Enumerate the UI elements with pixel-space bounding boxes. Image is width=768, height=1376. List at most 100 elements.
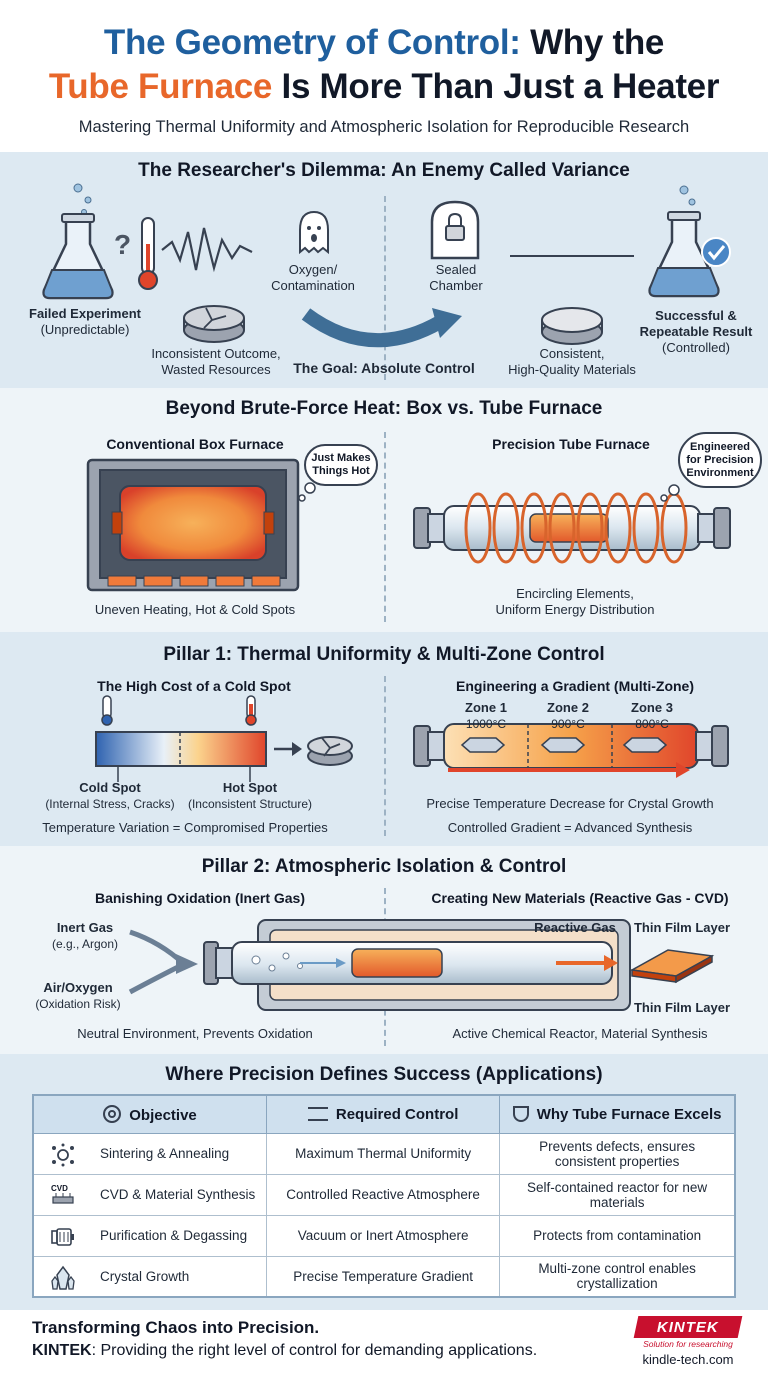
control-cell: Controlled Reactive Atmosphere <box>265 1173 501 1216</box>
why-cell: Multi-zone control enables crystallizati… <box>499 1255 736 1298</box>
tube-thought-cloud: Engineered for Precision Environment <box>678 432 762 488</box>
cvd-head: Creating New Materials (Reactive Gas - C… <box>431 890 729 906</box>
thin-film-icon <box>629 949 715 984</box>
ghost-icon <box>299 210 329 255</box>
table-row: CVD CVD & Material Synthesis Controlled … <box>32 1173 736 1216</box>
control-cell: Vacuum or Inert Atmosphere <box>265 1214 501 1257</box>
footer-statement: KINTEK: Providing the right level of con… <box>32 1342 538 1359</box>
consistent-label: Consistent, High-Quality Materials <box>508 346 636 377</box>
table-header-row: Objective Required Control Why Tube Furn… <box>32 1094 736 1134</box>
zone-2-temp: 900°C <box>551 717 585 731</box>
check-badge-icon <box>701 237 731 267</box>
cracked-disc-icon <box>307 736 353 766</box>
pillar2-title: Pillar 2: Atmospheric Isolation & Contro… <box>201 856 567 877</box>
thermometer-icon <box>138 217 158 290</box>
box-caption: Uneven Heating, Hot & Cold Spots <box>94 602 296 617</box>
control-cell: Precise Temperature Gradient <box>265 1255 501 1298</box>
reactive-gas-label: Reactive Gas <box>534 920 616 935</box>
furnace-title: Beyond Brute-Force Heat: Box vs. Tube Fu… <box>165 398 603 419</box>
broken-disc-icon <box>183 305 245 343</box>
hot-spot-label: Hot Spot <box>222 780 278 795</box>
title-line-1: The Geometry of Control: Why the <box>103 23 665 62</box>
pillar2-right-caption: Active Chemical Reactor, Material Synthe… <box>452 1026 708 1041</box>
oxygen-label: Oxygen/ Contamination <box>271 262 355 293</box>
furnace-illustration <box>86 458 731 592</box>
website-link[interactable]: kindle-tech.com <box>642 1352 734 1367</box>
consistent-disc-icon <box>541 307 603 345</box>
control-cell: Maximum Thermal Uniformity <box>265 1132 501 1175</box>
pillar1-right-caption-1: Precise Temperature Decrease for Crystal… <box>426 796 714 811</box>
pillar2-left-caption: Neutral Environment, Prevents Oxidation <box>77 1026 313 1041</box>
success-sub: (Controlled) <box>662 340 730 355</box>
gradient-head: Engineering a Gradient (Multi-Zone) <box>456 678 694 694</box>
crystal-icon <box>51 1265 75 1290</box>
why-cell: Prevents defects, ensures consistent pro… <box>499 1132 736 1175</box>
col-objective: Objective <box>32 1094 267 1134</box>
table-row: Sintering & Annealing Maximum Thermal Un… <box>32 1132 736 1175</box>
hot-thermometer-icon <box>245 695 257 726</box>
objective-cell: Crystal Growth <box>32 1255 267 1298</box>
objective-cell: Sintering & Annealing <box>32 1132 267 1175</box>
pillar1-right-caption-2: Controlled Gradient = Advanced Synthesis <box>447 820 693 835</box>
objective-cell: CVD CVD & Material Synthesis <box>32 1173 267 1216</box>
inert-head: Banishing Oxidation (Inert Gas) <box>94 890 306 906</box>
goal-arrowhead <box>432 308 462 338</box>
variance-wave <box>161 227 253 273</box>
furnace-divider <box>384 432 386 622</box>
applications-table: Objective Required Control Why Tube Furn… <box>32 1094 736 1298</box>
svg-text:CVD: CVD <box>51 1184 68 1193</box>
cold-spot-head: The High Cost of a Cold Spot <box>97 678 291 694</box>
tube-caption: Encircling Elements, Uniform Energy Dist… <box>495 586 655 617</box>
dilemma-illustration: ? <box>42 183 731 348</box>
table-row: Crystal Growth Precise Temperature Gradi… <box>32 1255 736 1298</box>
logo-tagline: Solution for researching <box>643 1339 733 1349</box>
success-flask-icon <box>648 211 720 298</box>
sealed-label: Sealed Chamber <box>429 262 483 293</box>
footer-brand: KINTEK <box>32 1342 92 1359</box>
pillar1-title: Pillar 1: Thermal Uniformity & Multi-Zon… <box>163 644 605 665</box>
air-oxygen-label: Air/Oxygen <box>43 980 113 995</box>
goal-arrow <box>301 308 444 348</box>
air-oxygen-sub: (Oxidation Risk) <box>35 997 121 1011</box>
inconsistent-label: Inconsistent Outcome, Wasted Resources <box>151 346 281 377</box>
tube-furnace <box>413 492 731 564</box>
goal-label: The Goal: Absolute Control <box>293 360 475 376</box>
footer-tagline: Transforming Chaos into Precision. <box>32 1318 320 1337</box>
trophy-icon <box>512 1105 529 1122</box>
thin-film-bottom-label: Thin Film Layer <box>633 1000 731 1015</box>
pillar1-left-caption: Temperature Variation = Compromised Prop… <box>42 820 328 835</box>
zone-1-name: Zone 1 <box>465 700 507 715</box>
pillar1-divider <box>384 676 386 836</box>
table-row: Purification & Degassing Vacuum or Inert… <box>32 1214 736 1257</box>
cold-spot-sub: (Internal Stress, Cracks) <box>45 797 175 811</box>
box-furnace <box>86 458 300 592</box>
inert-gas-label: Inert Gas <box>56 920 114 935</box>
col-required-control: Required Control <box>265 1094 501 1134</box>
target-icon <box>103 1104 122 1123</box>
why-cell: Protects from contamination <box>499 1214 736 1257</box>
title-line-2: Tube Furnace Is More Than Just a Heater <box>48 67 720 106</box>
gas-inlet-arrow <box>176 954 198 974</box>
failed-label: Failed Experiment <box>29 306 141 321</box>
col-why: Why Tube Furnace Excels <box>499 1094 736 1134</box>
applications-title: Where Precision Defines Success (Applica… <box>165 1064 603 1085</box>
header: The Geometry of Control: Why the Tube Fu… <box>0 0 768 152</box>
dilemma-divider <box>384 196 386 380</box>
why-cell: Self-contained reactor for new materials <box>499 1173 736 1216</box>
subtitle: Mastering Thermal Uniformity and Atmosph… <box>78 118 690 136</box>
tube-head: Precision Tube Furnace <box>492 436 650 452</box>
failed-sub: (Unpredictable) <box>40 322 130 337</box>
success-label: Successful & Repeatable Result <box>639 308 753 339</box>
failed-flask-icon <box>42 213 114 300</box>
question-mark-icon: ? <box>114 229 131 260</box>
cold-spot-label: Cold Spot <box>79 780 141 795</box>
box-head: Conventional Box Furnace <box>106 436 284 452</box>
cold-thermometer-icon <box>101 695 113 726</box>
sintering-icon <box>52 1143 74 1166</box>
pillar2-illustration <box>128 919 715 1011</box>
zone-1-temp: 1000°C <box>465 717 507 731</box>
hot-spot-sub: (Inconsistent Structure) <box>187 797 313 811</box>
gas-tube-furnace <box>203 919 631 1011</box>
pillar1-illustration <box>95 695 729 782</box>
temperature-bar <box>95 731 267 767</box>
